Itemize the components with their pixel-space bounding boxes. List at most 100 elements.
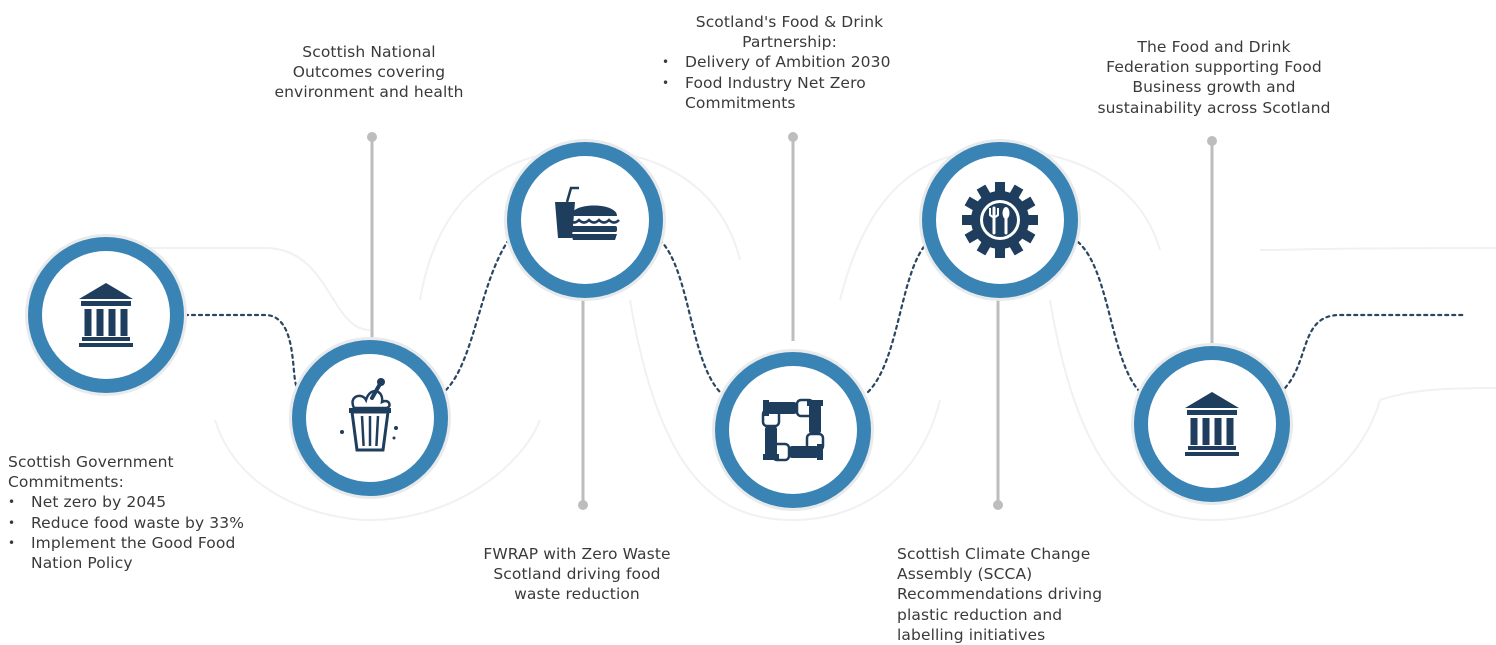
architrave — [81, 301, 131, 306]
hand — [761, 408, 781, 460]
label-title-line: FWRAP with Zero Waste — [483, 545, 671, 563]
column — [1202, 418, 1210, 445]
timeline-node — [504, 139, 666, 301]
bullet-item: Net zero by 2045 — [8, 492, 278, 512]
roof — [79, 283, 133, 299]
fast-food-icon — [555, 186, 620, 240]
hand-cuff — [817, 444, 823, 460]
bullet-list: Delivery of Ambition 2030 Food Industry … — [662, 52, 922, 113]
timeline-node — [25, 234, 187, 396]
stem-end-dot — [1207, 136, 1217, 146]
column — [96, 309, 104, 336]
label-scottish-government: Scottish Government Commitments: Net zer… — [8, 452, 278, 573]
label-title-line: Scottish National — [302, 43, 436, 61]
bullet-item: Reduce food waste by 33% — [8, 513, 278, 533]
timeline-nodes — [25, 139, 1293, 511]
hand-cuff — [807, 400, 823, 406]
column — [1214, 418, 1222, 445]
government-building-icon — [1185, 392, 1239, 456]
label-title-line: Outcomes covering — [292, 63, 446, 82]
label-title-line: Scottish Government — [8, 453, 174, 471]
dotted-connector — [1076, 240, 1142, 394]
gear-cutlery-icon — [962, 182, 1038, 258]
base-step — [1188, 446, 1236, 450]
dotted-connector — [183, 313, 300, 390]
label-title-line: Assembly (SCCA) — [897, 565, 1033, 584]
hand — [771, 442, 823, 462]
hand-palm — [809, 404, 821, 434]
partnership-hands-icon — [761, 398, 825, 462]
label-title-line: Scottish Climate Change — [897, 545, 1091, 563]
node-inner — [729, 366, 857, 494]
stem-end-dot — [367, 132, 377, 142]
background-arc — [1379, 387, 1496, 401]
node-inner — [521, 156, 649, 284]
base-step — [79, 343, 133, 347]
lettuce — [568, 218, 620, 224]
column — [120, 309, 128, 336]
bone — [370, 382, 382, 400]
label-title-line: Partnership: — [742, 33, 837, 52]
bin-rim — [349, 408, 391, 413]
architrave — [1187, 410, 1237, 415]
node-inner — [42, 251, 170, 379]
fork-tines — [989, 208, 999, 218]
label-title-line: environment and health — [274, 83, 464, 102]
timeline-node — [919, 139, 1081, 301]
cup — [555, 202, 575, 238]
timeline-node — [1131, 343, 1293, 505]
food-waste-bin-icon — [340, 378, 398, 452]
column — [1190, 418, 1198, 445]
label-title-line: Recommendations driving — [897, 585, 1103, 604]
bullet-list: Net zero by 2045 Reduce food waste by 33… — [8, 492, 278, 573]
government-building-icon — [79, 283, 133, 347]
label-title-line: labelling initiatives — [897, 625, 1046, 644]
background-arc — [1049, 299, 1381, 522]
column — [84, 309, 92, 336]
label-title-line: The Food and Drink — [1137, 38, 1291, 56]
gear-tooth — [1026, 215, 1038, 225]
label-title-line: Scotland's Food & Drink — [695, 13, 884, 31]
hand-palm — [789, 446, 819, 458]
patty — [571, 226, 617, 232]
gear-tooth — [995, 246, 1005, 258]
hand-palm — [767, 402, 797, 414]
label-food-drink-federation: The Food and Drink Federation supporting… — [1074, 37, 1354, 118]
stem-end-dot — [993, 500, 1003, 510]
column — [1226, 418, 1234, 445]
hand-fingers — [761, 408, 781, 428]
label-fwrap: FWRAP with Zero Waste Scotland driving f… — [452, 544, 702, 605]
plate — [983, 203, 1017, 237]
background-arc — [629, 299, 941, 522]
label-title-line: waste reduction — [514, 585, 640, 604]
crumb — [340, 430, 344, 434]
straw — [565, 186, 579, 203]
crumb — [392, 436, 396, 440]
label-title-line: Business growth and — [1132, 78, 1296, 97]
spoon-bowl — [1002, 207, 1010, 219]
hand-cuff — [763, 454, 779, 460]
bin-slat — [375, 415, 380, 447]
background-arc — [214, 419, 541, 522]
label-title-line: Scotland driving food — [493, 565, 661, 584]
gear-tooth — [962, 215, 974, 225]
timeline-node — [289, 337, 451, 499]
label-scca: Scottish Climate Change Assembly (SCCA) … — [897, 544, 1137, 645]
label-national-outcomes: Scottish National Outcomes covering envi… — [258, 42, 480, 103]
crumb — [394, 426, 398, 430]
hand-cuff — [763, 400, 769, 416]
label-stems — [367, 132, 1217, 510]
label-food-drink-partnership: Scotland's Food & Drink Partnership: Del… — [662, 12, 922, 113]
column — [108, 309, 116, 336]
stem-end-dot — [788, 132, 798, 142]
bullet-item: Implement the Good Food Nation Policy — [8, 533, 271, 573]
bullet-item: Food Industry Net Zero Commitments — [662, 73, 890, 113]
bullet-item: Delivery of Ambition 2030 — [662, 52, 922, 72]
bone-end — [377, 378, 385, 386]
label-title-line: Federation supporting Food — [1106, 58, 1322, 77]
label-title-line: plastic reduction and — [897, 605, 1063, 624]
timeline-node — [712, 349, 874, 511]
bin-slat — [360, 415, 365, 447]
background-arc — [150, 247, 371, 331]
